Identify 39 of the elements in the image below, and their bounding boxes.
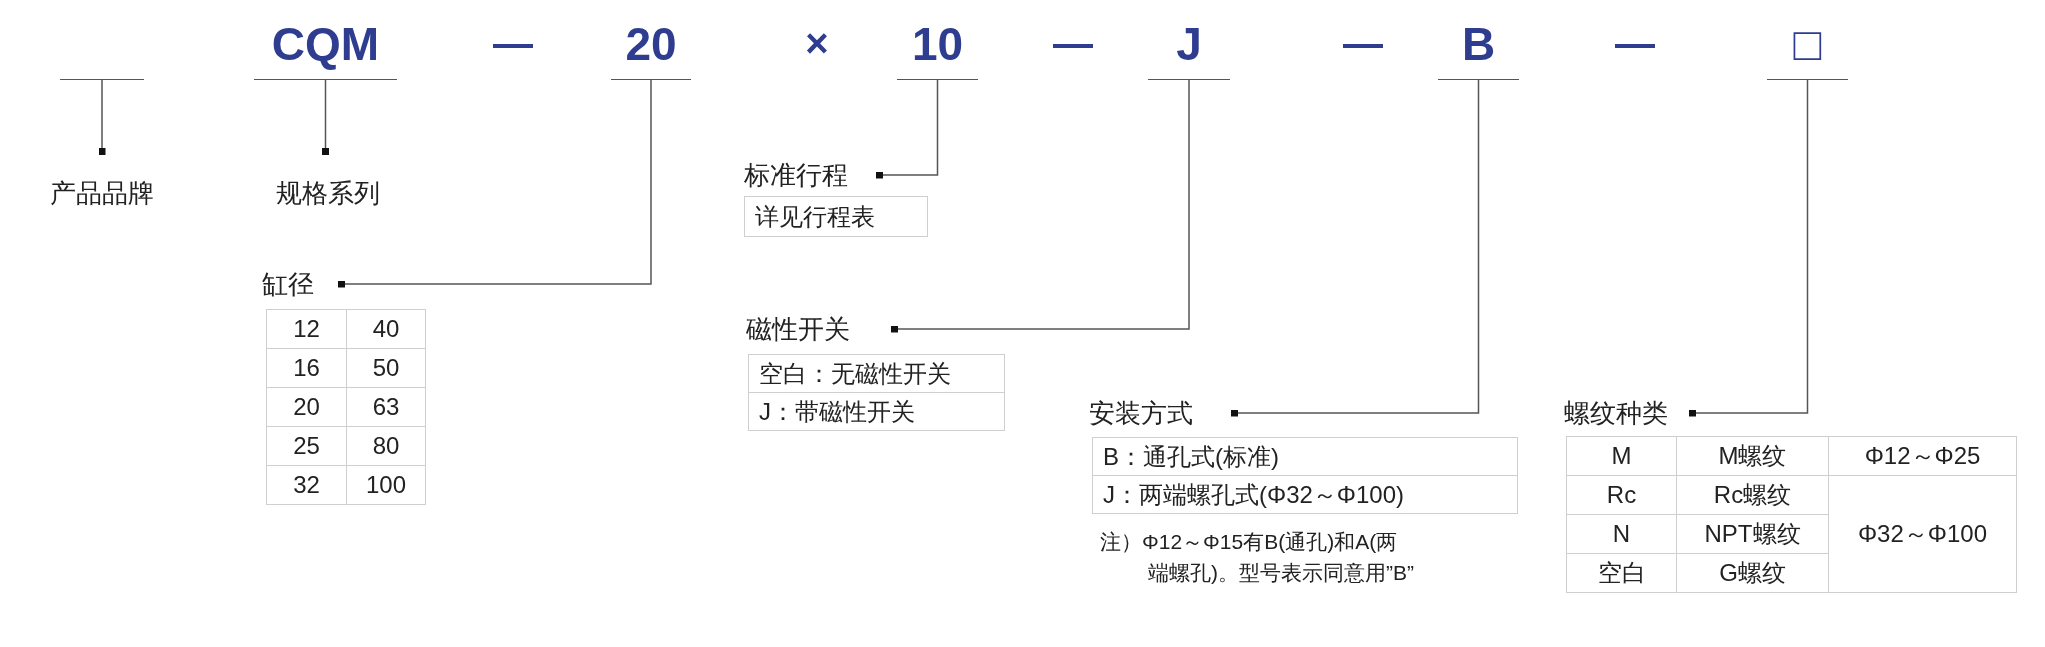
- separator-symbol: ×: [804, 20, 830, 67]
- separator-symbol: —: [1053, 20, 1093, 67]
- note-text: 注）Φ12～Φ15有B(通孔)和A(两端螺孔)。型号表示同意用”B”: [1100, 529, 1415, 586]
- field-label: 规格系列: [266, 155, 390, 211]
- code-letter: □: [1767, 14, 1848, 80]
- field-label: 磁性开关: [746, 311, 891, 347]
- table-cell: B：通孔式(标准): [1092, 437, 1518, 476]
- table-cell: 详见行程表: [744, 196, 928, 237]
- table-cell: J：带磁性开关: [748, 392, 1005, 431]
- table-cell: 12: [266, 309, 347, 349]
- leader-line: [1230, 79, 1480, 417]
- table-cell: M: [1566, 436, 1677, 476]
- field-label: 螺纹种类: [1564, 395, 1689, 431]
- leader-line: [322, 79, 329, 156]
- leader-line: [875, 79, 939, 179]
- table-cell: J：两端螺孔式(Φ32～Φ100): [1092, 475, 1518, 514]
- table-cell: 空白: [1566, 553, 1677, 593]
- table-cell: Φ12～Φ25: [1828, 436, 2017, 476]
- code-letter: J: [1148, 14, 1230, 80]
- leader-line: [890, 79, 1190, 333]
- leader-line: [337, 79, 652, 288]
- table-cell: 100: [346, 465, 426, 505]
- separator-symbol: —: [1343, 20, 1383, 67]
- table-cell: Φ32～Φ100: [1828, 475, 2017, 593]
- code-letter: 10: [897, 14, 978, 80]
- table-cell: 40: [346, 309, 426, 349]
- code-letter: B: [1438, 14, 1519, 80]
- separator-symbol: —: [493, 20, 533, 67]
- table-cell: 32: [266, 465, 347, 505]
- code-letter: 20: [611, 14, 691, 80]
- leader-line: [1688, 79, 1809, 417]
- field-label: 缸径: [262, 266, 338, 302]
- field-label: 标准行程: [744, 157, 876, 193]
- separator-symbol: —: [1615, 20, 1655, 67]
- code-letter: CQM: [254, 14, 397, 80]
- field-label: 安装方式: [1089, 395, 1231, 431]
- field-label: 产品品牌: [40, 155, 164, 211]
- leader-line: [98, 79, 106, 156]
- table-cell: 空白：无磁性开关: [748, 354, 1005, 393]
